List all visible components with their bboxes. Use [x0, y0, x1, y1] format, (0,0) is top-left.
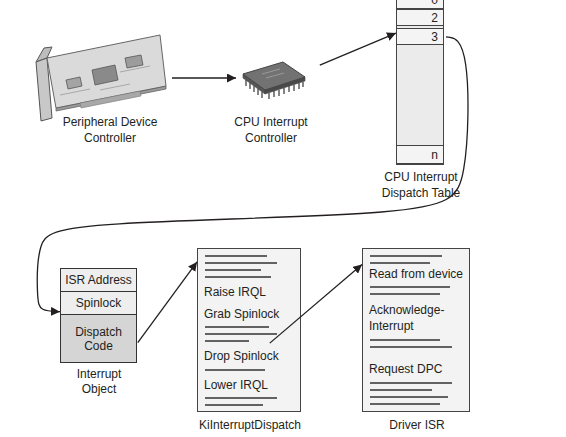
code-step: Grab Spinlock	[204, 307, 299, 321]
card-traces	[60, 66, 150, 95]
table-label: CPU Interrupt Dispatch Table	[371, 169, 471, 201]
dispatch-table: CPU Interrupt Dispatch Table023n	[396, 0, 444, 165]
card-gold-fingers	[80, 91, 141, 108]
entry-number: 3	[431, 30, 438, 44]
card-board	[47, 35, 166, 108]
object-field: Spinlock	[61, 292, 136, 315]
entry-number: 2	[431, 11, 438, 25]
device-controller: Peripheral Device Controller	[47, 40, 172, 116]
flow-arrow	[270, 264, 362, 343]
routine-name: Driver ISR	[353, 418, 481, 432]
code-listing: Driver ISRRead from deviceAcknowledge- I…	[362, 248, 470, 412]
device-label: CPU Interrupt Controller	[216, 114, 326, 146]
code-listing: KiInterruptDispatchRaise IRQLGrab Spinlo…	[197, 248, 301, 412]
card-board-edge	[56, 86, 166, 111]
chip-illustration	[243, 62, 305, 99]
table-entry: 0	[397, 0, 443, 9]
code-step: Read from device	[369, 267, 469, 281]
table-entry: 2	[397, 9, 443, 26]
flow-arrow	[138, 262, 197, 343]
code-step: Lower IRQL	[204, 378, 299, 392]
chip-side	[243, 74, 265, 94]
code-lines	[205, 256, 277, 405]
card-chip	[92, 65, 118, 85]
chip-side	[265, 77, 305, 94]
object-label: Interrupt Object	[59, 367, 139, 397]
table-entry: 3	[397, 28, 443, 45]
flow-arrow	[320, 33, 396, 65]
field-name: Spinlock	[76, 296, 121, 310]
card-chip	[125, 55, 143, 68]
table-entry: n	[397, 145, 443, 164]
pci-card-illustration	[36, 35, 166, 121]
entry-number: 0	[431, 0, 438, 7]
interrupt-controller: CPU Interrupt Controller	[236, 56, 306, 106]
card-bracket	[36, 58, 52, 121]
field-name: Dispatch Code	[67, 325, 130, 353]
code-step: Drop Spinlock	[204, 349, 299, 363]
routine-name: KiInterruptDispatch	[178, 418, 322, 432]
interrupt-object: Interrupt ObjectISR AddressSpinlockDispa…	[60, 268, 137, 363]
card-chip	[66, 77, 82, 89]
flow-arrow	[172, 77, 236, 78]
code-step: Acknowledge- Interrupt	[369, 302, 453, 334]
chip-marking	[262, 69, 284, 78]
entry-number: n	[431, 148, 438, 162]
chip-body	[243, 62, 305, 90]
object-field: Dispatch Code	[61, 315, 136, 362]
field-name: ISR Address	[65, 273, 132, 287]
code-lines	[370, 256, 452, 404]
object-field: ISR Address	[61, 269, 136, 292]
code-step: Request DPC	[369, 362, 469, 376]
flow-arrow	[37, 37, 468, 312]
chip-pins	[246, 80, 303, 99]
card-bracket-tab	[36, 47, 52, 62]
device-label: Peripheral Device Controller	[45, 114, 175, 146]
code-step: Raise IRQL	[204, 285, 299, 299]
